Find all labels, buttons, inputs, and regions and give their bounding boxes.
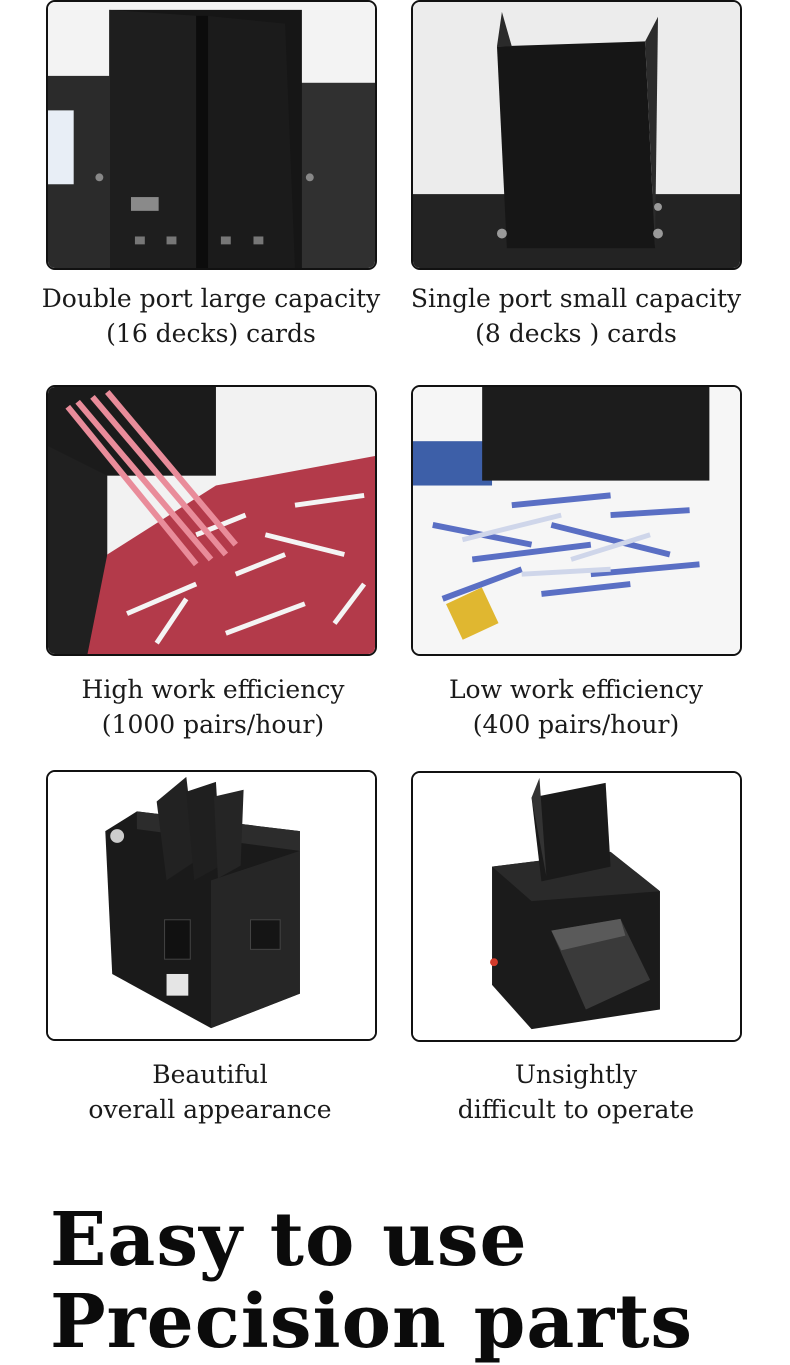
caption-line: (1000 pairs/hour): [101, 710, 325, 739]
caption-line: Unsightly: [514, 1060, 638, 1089]
caption-beautiful: Beautiful overall appearance: [30, 1057, 390, 1127]
caption-line: Beautiful: [152, 1060, 268, 1089]
caption-line: Low work efficiency: [448, 675, 704, 704]
photo-small-machine: [411, 771, 742, 1042]
caption-line: (400 pairs/hour): [472, 710, 680, 739]
photo-large-machine: [46, 770, 377, 1041]
caption-line: overall appearance: [88, 1095, 332, 1124]
caption-line: Single port small capacity: [410, 284, 742, 313]
caption-line: (8 decks ) cards: [475, 319, 677, 348]
caption-line: Double port large capacity: [41, 284, 381, 313]
caption-high-efficiency: High work efficiency (1000 pairs/hour): [33, 672, 393, 742]
photo-double-port-hopper: [46, 0, 377, 270]
caption-line: difficult to operate: [457, 1095, 695, 1124]
caption-line: (16 decks) cards: [106, 319, 316, 348]
photo-single-port-hopper: [411, 0, 742, 270]
caption-unsightly: Unsightly difficult to operate: [396, 1057, 756, 1127]
photo-red-shredded-cards: [46, 385, 377, 656]
caption-line: High work efficiency: [81, 675, 345, 704]
headline-easy-to-use: Easy to use: [50, 1197, 528, 1283]
photo-blue-shredded-cards: [411, 385, 742, 656]
headline-precision-parts: Precision parts: [50, 1279, 694, 1365]
caption-low-efficiency: Low work efficiency (400 pairs/hour): [396, 672, 756, 742]
caption-double-port: Double port large capacity (16 decks) ca…: [31, 281, 391, 351]
caption-single-port: Single port small capacity (8 decks ) ca…: [396, 281, 756, 351]
